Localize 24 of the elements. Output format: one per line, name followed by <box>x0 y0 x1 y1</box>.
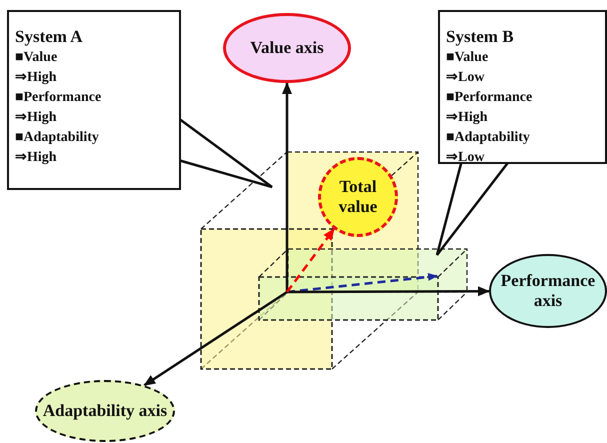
callout-item: ■Performance <box>15 89 102 107</box>
callout-item: ⇒Low <box>446 149 486 167</box>
circle-label: Total value <box>338 177 378 217</box>
axis-arrow <box>143 290 288 386</box>
callout-item: ⇒High <box>15 69 58 87</box>
callout-item: ■Performance <box>446 89 534 107</box>
callout-box <box>438 10 607 164</box>
callout-heading: System A <box>15 26 84 48</box>
axis-label: Adaptability axis <box>42 401 168 421</box>
callout-item: ⇒High <box>15 149 58 167</box>
callout-heading: System B <box>446 26 515 48</box>
dashed-arrow <box>286 228 336 293</box>
axis-arrow <box>287 286 490 296</box>
axis-label: Value axis <box>250 38 324 58</box>
callout-item: ⇒High <box>15 109 58 127</box>
axis-arrow <box>282 82 292 292</box>
callout-item: ■Adaptability <box>446 129 531 147</box>
callout-item: ⇒High <box>446 109 489 127</box>
axis-label: Performance axis <box>500 271 596 311</box>
callout-item: ■Value <box>446 49 490 67</box>
callout-item: ■Value <box>15 49 58 67</box>
callout-item: ⇒Low <box>446 69 486 87</box>
callout-box <box>7 10 181 190</box>
callout-item: ■Adaptability <box>15 129 100 147</box>
